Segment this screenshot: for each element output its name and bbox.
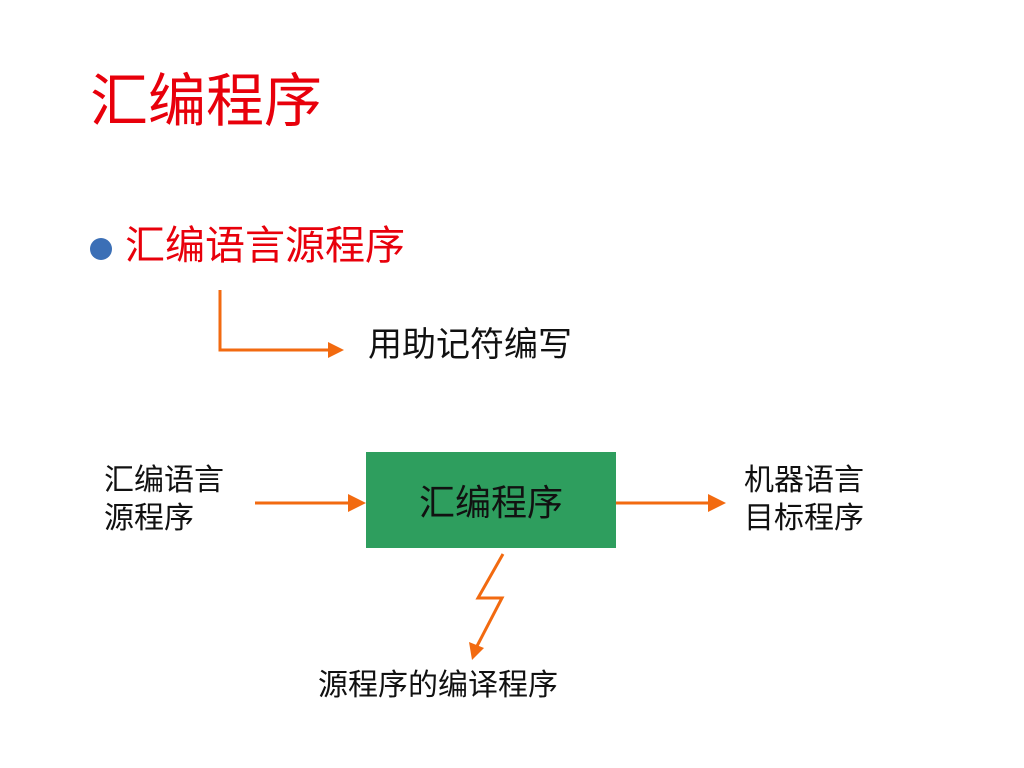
input-label-line2: 源程序 [104,500,194,536]
lightning-arrow-icon [469,553,505,660]
arrow-right-icon [616,494,726,512]
compiler-label: 源程序的编译程序 [318,668,558,703]
output-label: 机器语言 目标程序 [744,462,864,537]
note-text: 用助记符编写 [368,325,572,365]
elbow-arrow-icon [218,290,344,358]
process-label: 汇编程序 [418,483,563,524]
output-label-line1: 机器语言 [744,463,864,498]
slide-title: 汇编程序 [90,67,323,135]
input-label: 汇编语言 源程序 [104,462,224,537]
circle-bullet-icon [90,238,112,260]
input-label-line1: 汇编语言 [104,463,224,498]
output-label-line2: 目标程序 [744,500,864,536]
bullet-text: 汇编语言源程序 [125,223,405,269]
arrow-right-icon [255,494,366,512]
process-box: 汇编程序 [366,452,616,548]
